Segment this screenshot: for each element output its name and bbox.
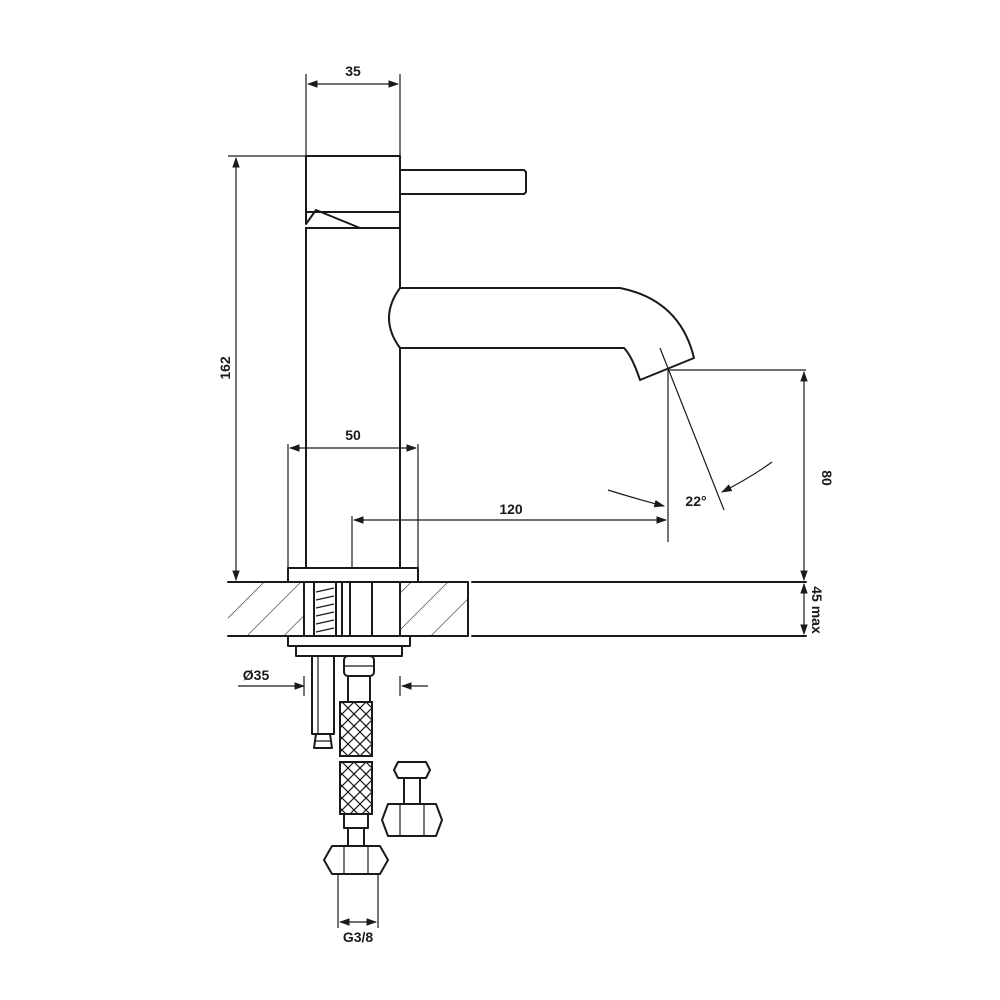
countertop-section [227,581,807,637]
dim-angle-label: 22° [685,493,706,509]
dim-deck-thickness-label: 45 max [809,586,825,634]
dim-total-height-label: 162 [217,356,233,380]
dim-connection-label: G3/8 [343,929,374,945]
mounting-hardware [287,581,443,875]
faucet-body [287,155,695,583]
dim-body-width-label: 35 [345,63,361,79]
dimension-lines [228,74,808,928]
dim-spout-height-label: 80 [819,470,835,486]
dim-hole-diameter-label: Ø35 [243,667,270,683]
dim-reach-label: 120 [499,501,523,517]
dim-base-width-label: 50 [345,427,361,443]
